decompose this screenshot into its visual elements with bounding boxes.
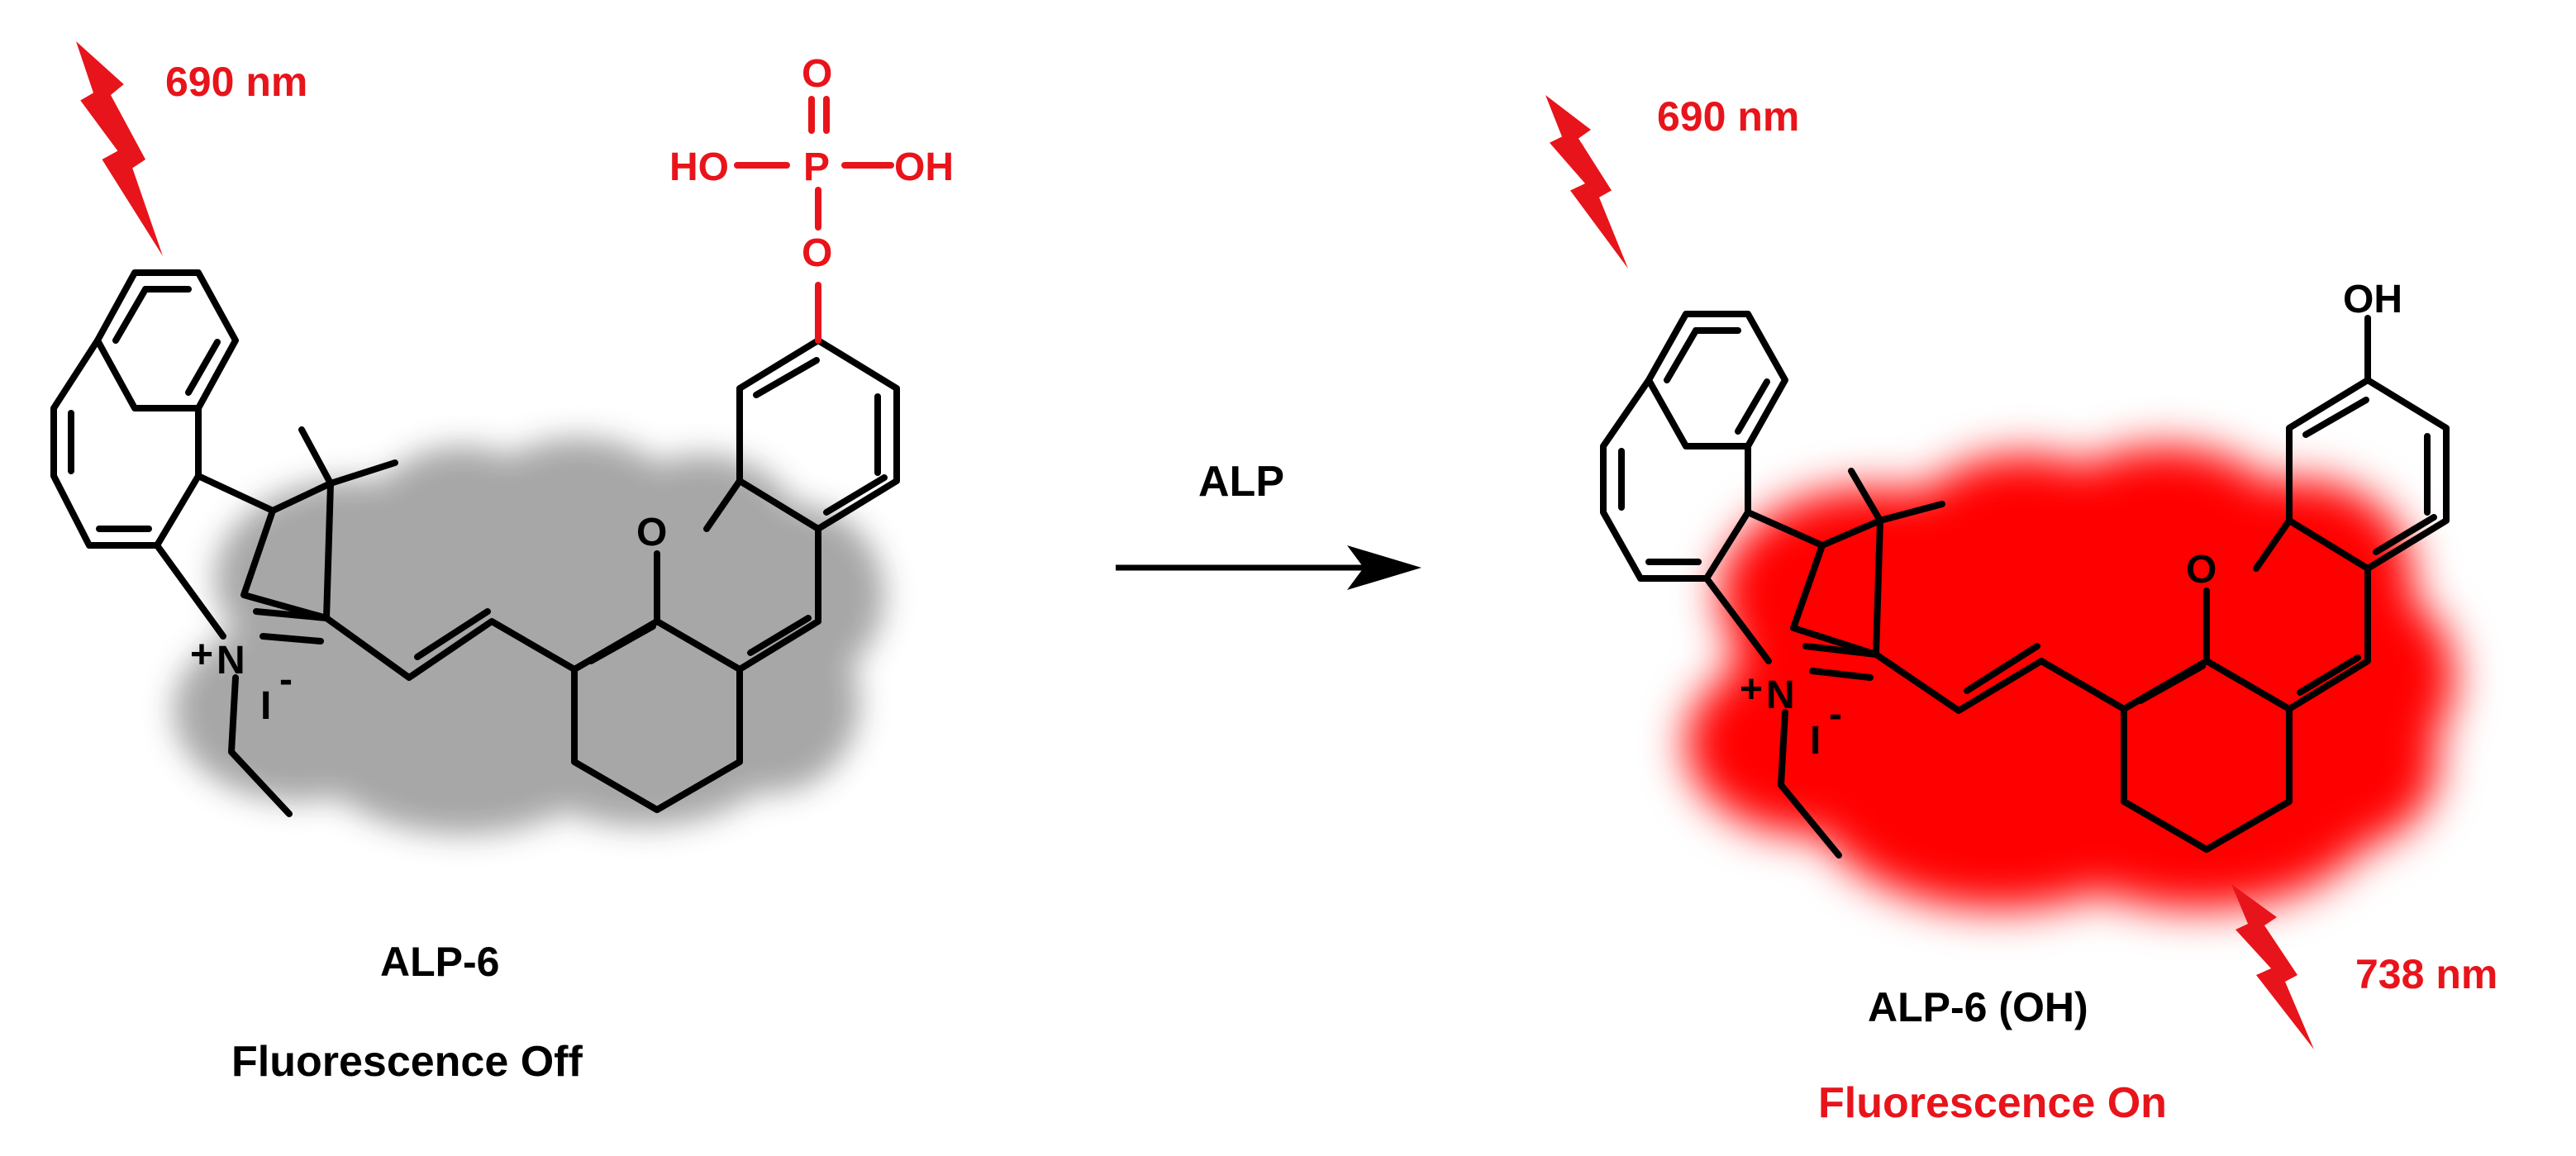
phosphate-right-hydroxyl: OH [894,145,954,189]
lightning-bolt-icon [1545,95,1628,269]
right-emission-wavelength: 738 nm [2355,951,2498,997]
ring-oxygen-left: O [636,511,667,554]
iodide-right: I [1810,719,1821,763]
nitrogen-plus-right: + [1740,668,1763,711]
alp6-structure [50,269,900,817]
reaction-arrow-icon [1116,545,1421,590]
nitrogen-right: N [1766,673,1795,717]
right-fluorescence-state: Fluorescence On [1818,1079,2167,1127]
nitrogen-left: N [217,639,245,683]
nitrogen-plus-left: + [190,633,213,677]
right-excitation-wavelength: 690 nm [1657,93,1800,140]
ring-oxygen-right: O [2186,548,2217,592]
lightning-bolt-icon [76,41,163,256]
hydroxyl-label: OH [2343,278,2402,321]
phosphate-bridge-oxygen: O [802,231,832,275]
left-excitation-wavelength: 690 nm [165,59,308,105]
iodide-left: I [260,684,271,728]
alp6-oh-structure [1600,311,2450,859]
phosphate-group: O HO P OH O [669,52,954,275]
iodide-minus-left: - [279,658,293,702]
right-compound-name: ALP-6 (OH) [1868,984,2088,1030]
left-fluorescence-state: Fluorescence Off [231,1038,583,1086]
phosphate-top-oxygen: O [802,52,832,96]
phosphate-phosphorus: P [803,145,830,189]
reaction-arrow-label: ALP [1198,458,1284,506]
lightning-bolt-icon [2231,884,2314,1049]
left-compound-name: ALP-6 [380,939,500,985]
phosphate-left-hydroxyl: HO [669,145,729,189]
iodide-minus-right: - [1829,692,1842,736]
